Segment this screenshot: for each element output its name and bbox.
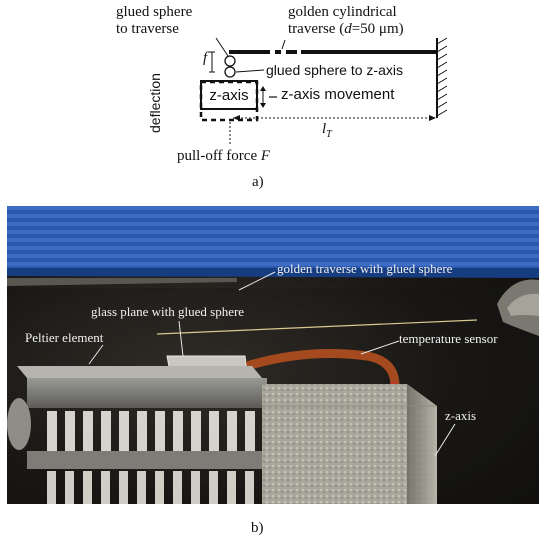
label-glass-plane: glass plane with glued sphere xyxy=(91,304,245,319)
label-zaxis-photo: z-axis xyxy=(445,408,477,423)
label-f: f xyxy=(203,50,208,66)
label-pull-off-force: pull-off force F xyxy=(177,148,271,164)
peltier-fins xyxy=(47,411,255,451)
sphere-zaxis-leader xyxy=(235,69,265,73)
sphere-leader xyxy=(215,37,229,57)
zaxis-block xyxy=(262,384,437,504)
label-lt: lT xyxy=(322,121,332,140)
sphere-zaxis xyxy=(224,66,236,78)
label-glued-sphere-to-traverse: glued sphere to traverse xyxy=(116,4,193,37)
label-peltier-element: Peltier element xyxy=(25,330,104,345)
photo-illustration xyxy=(7,206,539,504)
traverse-leader xyxy=(281,39,286,50)
sphere-traverse xyxy=(224,55,236,67)
photo-leaders xyxy=(88,271,456,457)
label-temperature-sensor: temperature sensor xyxy=(399,331,498,346)
zaxis-box-deflected xyxy=(199,80,259,122)
schematic-drawing xyxy=(199,37,448,146)
caption-a: a) xyxy=(252,174,264,190)
label-golden-traverse: golden traverse with glued sphere xyxy=(277,261,453,276)
blue-printed-part xyxy=(7,206,539,268)
label-golden-cylindrical-traverse: golden cylindrical traverse (d=50 μm) xyxy=(288,4,404,37)
label-zaxis-movement: z-axis movement xyxy=(281,86,395,103)
peltier-top xyxy=(17,366,262,378)
wall-hatch xyxy=(436,37,448,117)
experimental-setup-photo: golden traverse with glued sphere glass … xyxy=(7,206,539,504)
caption-b: b) xyxy=(251,520,264,536)
temperature-sensor-wire xyxy=(245,349,400,387)
golden-traverse-wire xyxy=(156,319,478,335)
label-glued-sphere-to-zaxis: glued sphere to z-axis xyxy=(266,62,403,78)
